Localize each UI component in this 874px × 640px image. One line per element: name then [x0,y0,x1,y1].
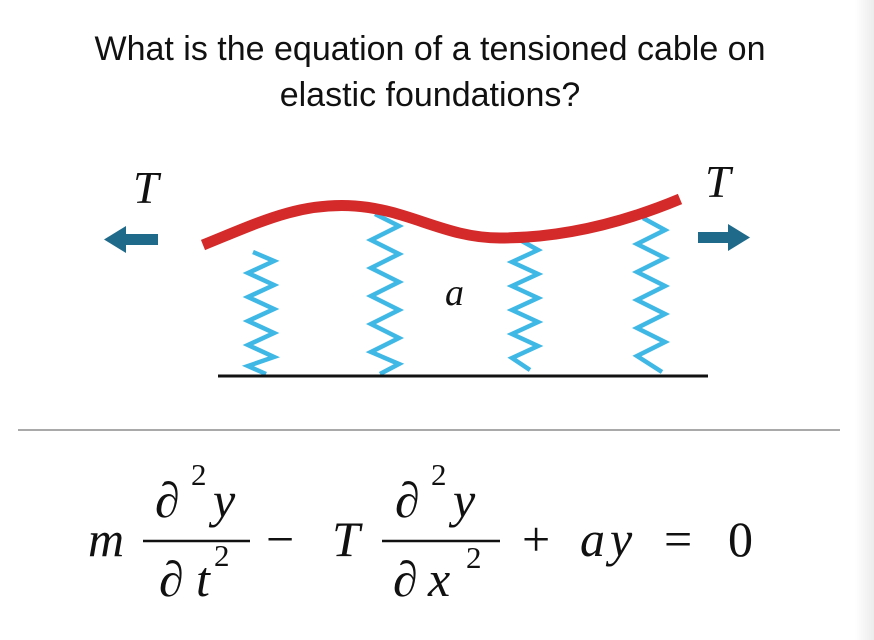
eq-exp-den-2: 2 [466,540,482,575]
tension-label-left: T [133,162,162,213]
eq-del-den-2: ∂ [393,551,418,607]
eq-mass: m [88,511,124,567]
eq-del-den-1: ∂ [159,551,184,607]
question-title: What is the equation of a tensioned cabl… [0,26,860,118]
eq-exp-num-2: 2 [431,457,447,492]
eq-exp-den-1: 2 [214,538,230,573]
arrow-left-icon [104,226,158,253]
tensioned-cable [200,193,683,251]
eq-y-term: y [605,511,633,567]
spring-icon [631,216,671,374]
eq-tension: T [332,511,363,567]
tension-label-right: T [705,156,734,207]
equation: m ∂ 2 y ∂ t 2 − T ∂ 2 y ∂ x 2 + a y = 0 [88,457,753,607]
eq-del-num-2: ∂ [395,472,420,528]
eq-equals: = [664,511,692,567]
eq-zero: 0 [728,511,753,567]
foundation-label: a [445,272,464,314]
spring-icon [365,211,405,376]
eq-minus: − [266,511,294,567]
eq-y-num-2: y [448,472,476,528]
spring-icon [506,238,544,372]
separator-line [18,429,840,431]
eq-a: a [580,511,605,567]
eq-del-num-1: ∂ [155,472,180,528]
edge-shade [855,0,874,640]
question-line-1: What is the equation of a tensioned cabl… [94,30,766,68]
eq-x-den: x [427,551,450,607]
arrow-right-icon [698,224,750,251]
question-line-2: elastic foundations? [279,76,581,114]
eq-exp-num-1: 2 [191,457,207,492]
eq-t-den: t [196,551,211,607]
eq-y-num-1: y [208,472,236,528]
eq-plus: + [522,511,550,567]
spring-icon [241,249,281,377]
